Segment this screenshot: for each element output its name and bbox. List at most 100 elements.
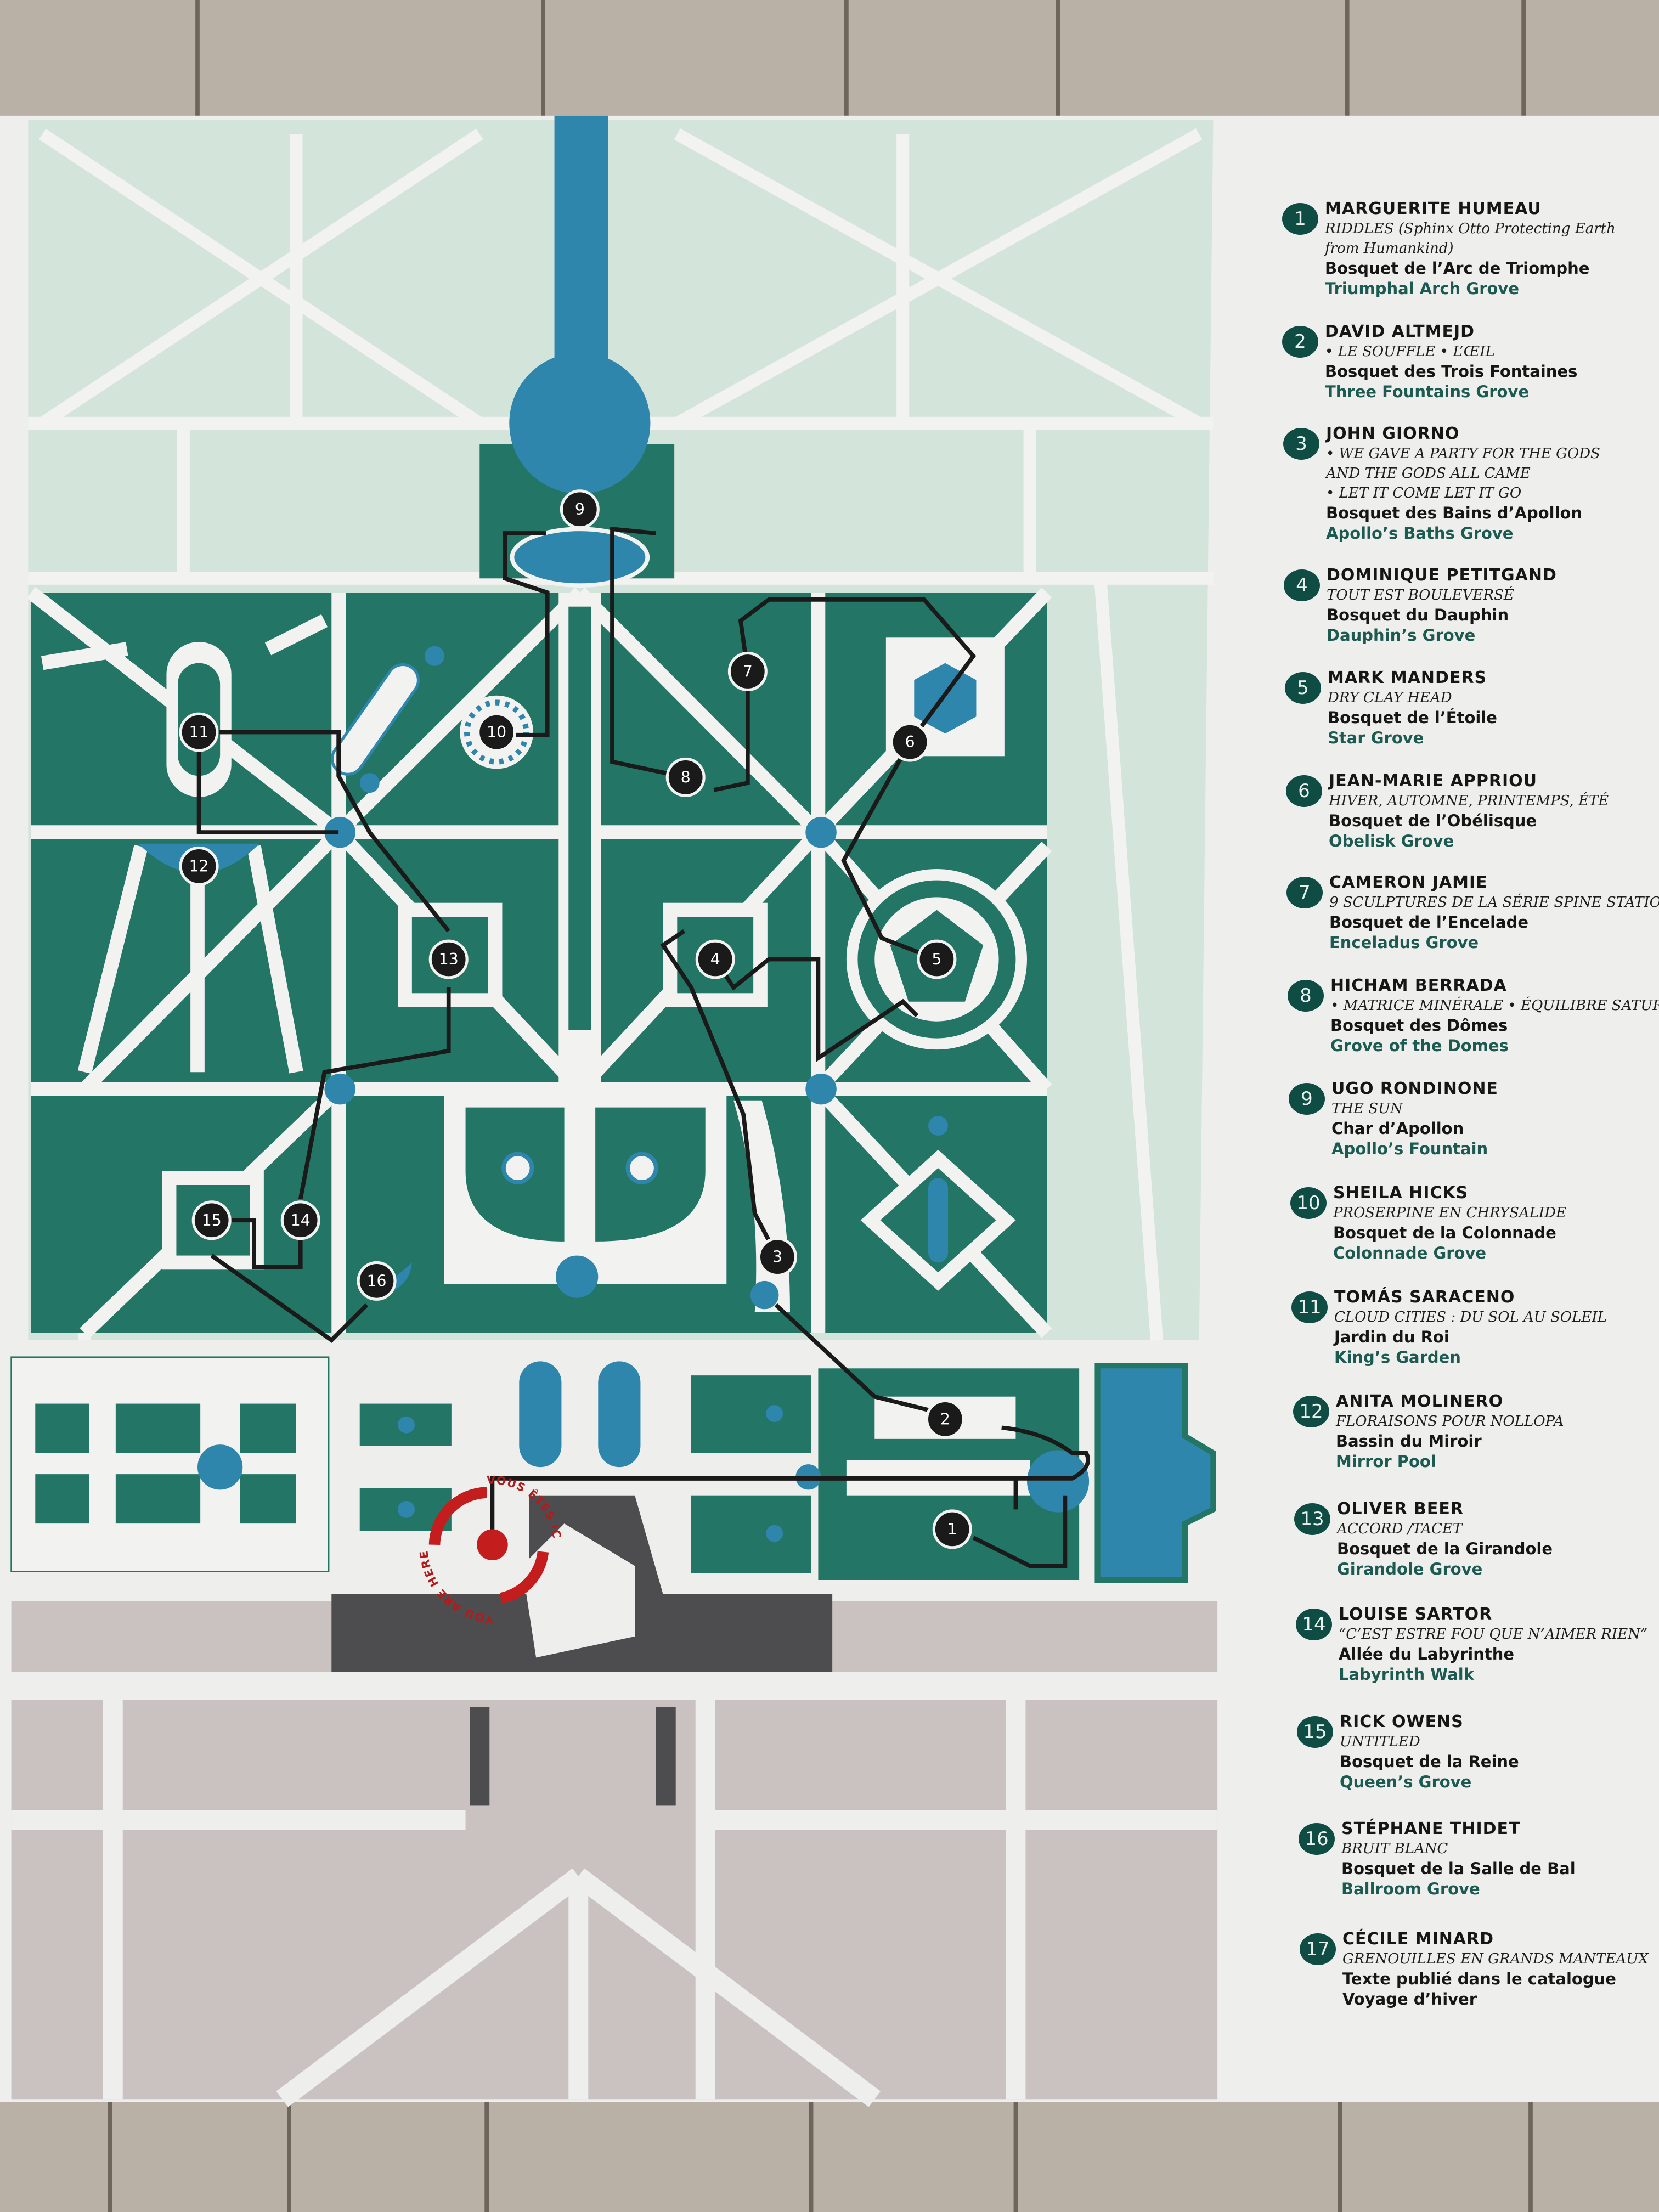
artwork-title: HIVER, AUTOMNE, PRINTEMPS, ÉTÉ [1329, 793, 1609, 809]
marker-circle [357, 1261, 397, 1301]
location-english: Girandole Grove [1337, 1560, 1483, 1578]
location-french: Bosquet des Bains d’Apollon [1326, 504, 1583, 522]
artwork-title: “C’EST ESTRE FOU QUE N’AIMER RIEN” [1339, 1626, 1648, 1643]
map-marker-2[interactable]: 2 [925, 1399, 965, 1439]
marker-circle [727, 652, 768, 691]
location-french: Bosquet de l’Étoile [1328, 708, 1497, 727]
artwork-title: • LE SOUFFLE • L’ŒIL [1325, 343, 1495, 360]
marker-circle [428, 939, 469, 979]
legend-number-badge: 14 [1296, 1609, 1332, 1640]
location-english: Colonnade Grove [1333, 1244, 1487, 1262]
artwork-title: PROSERPINE EN CHRYSALIDE [1333, 1205, 1566, 1221]
artist-name: CAMERON JAMIE [1329, 873, 1488, 892]
map-marker-8[interactable]: 8 [665, 757, 706, 797]
marker-number: 1 [947, 1520, 957, 1538]
location-french: Jardin du Roi [1334, 1328, 1449, 1346]
legend-item: 2 DAVID ALTMEJD • LE SOUFFLE • L’ŒIL Bosque… [1282, 321, 1659, 402]
legend-number-badge: 8 [1288, 980, 1324, 1012]
neptune-basin [1094, 1363, 1216, 1583]
marker-circle [560, 489, 600, 529]
marker-number: 5 [932, 950, 941, 968]
artist-name: DAVID ALTMEJD [1325, 322, 1475, 341]
artwork-title: • LET IT COME LET IT GO [1326, 485, 1522, 501]
artwork-title: THE SUN [1331, 1101, 1403, 1117]
location-english: Voyage d’hiver [1342, 1990, 1477, 2008]
marker-number: 15 [202, 1211, 222, 1229]
walking-route [196, 527, 1091, 1568]
map-marker-9[interactable]: 9 [560, 489, 600, 529]
map-marker-14[interactable]: 14 [280, 1200, 320, 1240]
marker-number: 4 [710, 950, 720, 968]
you-are-here-dot [477, 1529, 508, 1560]
artwork-title: 9 SCULPTURES DE LA SÉRIE SPINE STATION [1329, 894, 1659, 911]
artist-name: JEAN-MARIE APPRIOU [1329, 771, 1538, 791]
location-french: Allée du Labyrinthe [1339, 1645, 1515, 1663]
artwork-title: RIDDLES (Sphinx Otto Protecting Earth [1325, 221, 1616, 237]
legend-number-badge: 16 [1299, 1823, 1335, 1855]
chateau-area [11, 1495, 1218, 2107]
location-french: Char d’Apollon [1331, 1119, 1464, 1138]
artist-name: SHEILA HICKS [1333, 1183, 1469, 1203]
location-french: Bosquet de la Salle de Bal [1341, 1859, 1576, 1878]
marker-circle [932, 1509, 972, 1549]
map-marker-12[interactable]: 12 [179, 846, 219, 886]
map-marker-10[interactable]: 10 [477, 712, 517, 752]
artwork-title: GRENOUILLES EN GRANDS MANTEAUX [1342, 1951, 1649, 1967]
legend-number-badge: 2 [1282, 326, 1318, 358]
map-marker-7[interactable]: 7 [727, 652, 768, 691]
artist-name: STÉPHANE THIDET [1341, 1819, 1521, 1838]
location-english: Mirror Pool [1336, 1452, 1436, 1471]
artist-name: ANITA MOLINERO [1336, 1392, 1504, 1411]
map-marker-6[interactable]: 6 [890, 722, 930, 762]
marker-number: 14 [291, 1211, 311, 1229]
map-marker-16[interactable]: 16 [357, 1261, 397, 1301]
legend-number-badge: 4 [1284, 569, 1320, 601]
artist-name: UGO RONDINONE [1331, 1079, 1498, 1098]
marker-number: 6 [905, 733, 915, 751]
artwork-title: from Humankind) [1325, 240, 1454, 257]
map-marker-13[interactable]: 13 [428, 939, 469, 979]
marker-number: 2 [940, 1410, 950, 1428]
location-french: Bosquet des Trois Fontaines [1325, 362, 1578, 381]
marker-number: 11 [189, 723, 209, 741]
map-marker-1[interactable]: 1 [932, 1509, 972, 1549]
location-french: Texte publié dans le catalogue [1342, 1970, 1616, 1988]
location-french: Bosquet de l’Encelade [1329, 913, 1529, 932]
artwork-title: DRY CLAY HEAD [1328, 690, 1452, 706]
marker-number: 13 [439, 950, 459, 968]
artwork-title: UNTITLED [1340, 1734, 1420, 1750]
map-marker-11[interactable]: 11 [179, 712, 219, 752]
legend-number-badge: 10 [1290, 1187, 1327, 1219]
grand-canal [554, 115, 608, 398]
artist-name: MARK MANDERS [1328, 668, 1487, 687]
location-english: Star Grove [1328, 729, 1424, 747]
location-english: Queen’s Grove [1340, 1773, 1472, 1791]
marker-circle [695, 939, 735, 979]
map-marker-15[interactable]: 15 [191, 1200, 232, 1240]
artist-name: DOMINIQUE PETITGAND [1327, 566, 1557, 585]
marker-circle [280, 1200, 320, 1240]
map-marker-3[interactable]: 3 [757, 1237, 797, 1277]
location-french: Bosquet de la Colonnade [1333, 1223, 1556, 1242]
location-french: Bosquet de la Reine [1340, 1752, 1519, 1771]
map-marker-5[interactable]: 5 [917, 939, 957, 979]
map-marker-4[interactable]: 4 [695, 939, 735, 979]
artist-name: OLIVER BEER [1337, 1499, 1464, 1519]
marker-circle [179, 712, 219, 752]
legend-number-badge: 5 [1285, 672, 1321, 704]
location-english: Triumphal Arch Grove [1325, 279, 1519, 298]
apollo-fountain [510, 527, 650, 588]
artist-name: LOUISE SARTOR [1339, 1605, 1493, 1624]
marker-number: 8 [681, 768, 691, 786]
